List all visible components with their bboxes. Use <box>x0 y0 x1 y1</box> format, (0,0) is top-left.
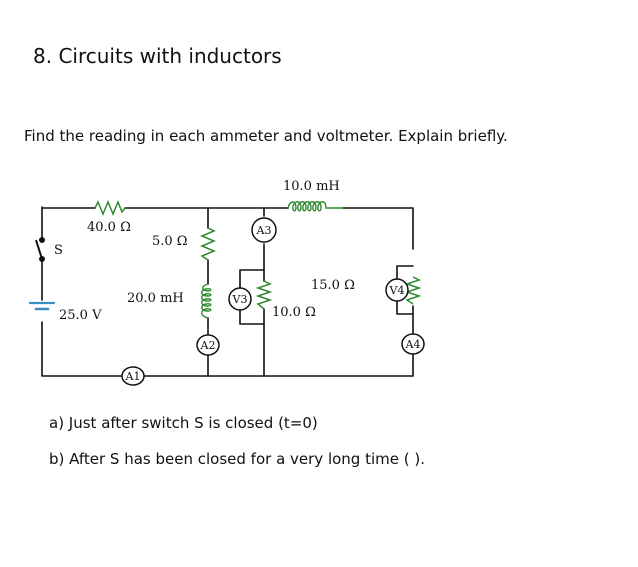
label-inductor-mid: 20.0 mH <box>127 291 184 306</box>
resistor-10-icon <box>255 280 273 310</box>
inductor-top-icon <box>287 201 343 212</box>
label-switch: S <box>54 243 63 258</box>
meter-label-a2: A2 <box>200 339 216 352</box>
label-inductor-top: 10.0 mH <box>283 179 340 194</box>
problem-prompt: Find the reading in each ammeter and vol… <box>24 127 508 145</box>
question-b: b) After S has been closed for a very lo… <box>49 450 425 468</box>
resistor-40-icon <box>94 200 126 216</box>
question-a: a) Just after switch S is closed (t=0) <box>49 414 318 432</box>
meter-label-a3: A3 <box>256 224 272 237</box>
ammeter-a4 <box>401 333 425 355</box>
switch-icon <box>35 237 45 262</box>
label-r15: 15.0 Ω <box>311 278 355 293</box>
meter-label-v4: V4 <box>389 284 405 297</box>
voltmeter-v4 <box>385 278 409 302</box>
label-battery: 25.0 V <box>59 308 102 323</box>
meter-label-a1: A1 <box>125 370 141 383</box>
page-title: 8. Circuits with inductors <box>33 44 282 68</box>
label-r40: 40.0 Ω <box>87 220 131 235</box>
label-r10: 10.0 Ω <box>272 305 316 320</box>
voltmeter-v3 <box>228 287 252 311</box>
label-r5: 5.0 Ω <box>152 234 188 249</box>
meter-label-a4: A4 <box>405 338 421 351</box>
ammeter-a3 <box>251 217 277 243</box>
resistor-5-icon <box>200 227 216 261</box>
battery-icon <box>28 301 56 311</box>
ammeter-a1 <box>121 366 145 386</box>
resistor-15-icon <box>404 276 422 305</box>
inductor-20mh-icon <box>201 283 212 319</box>
meter-label-v3: V3 <box>232 293 248 306</box>
ammeter-a2 <box>196 334 220 356</box>
